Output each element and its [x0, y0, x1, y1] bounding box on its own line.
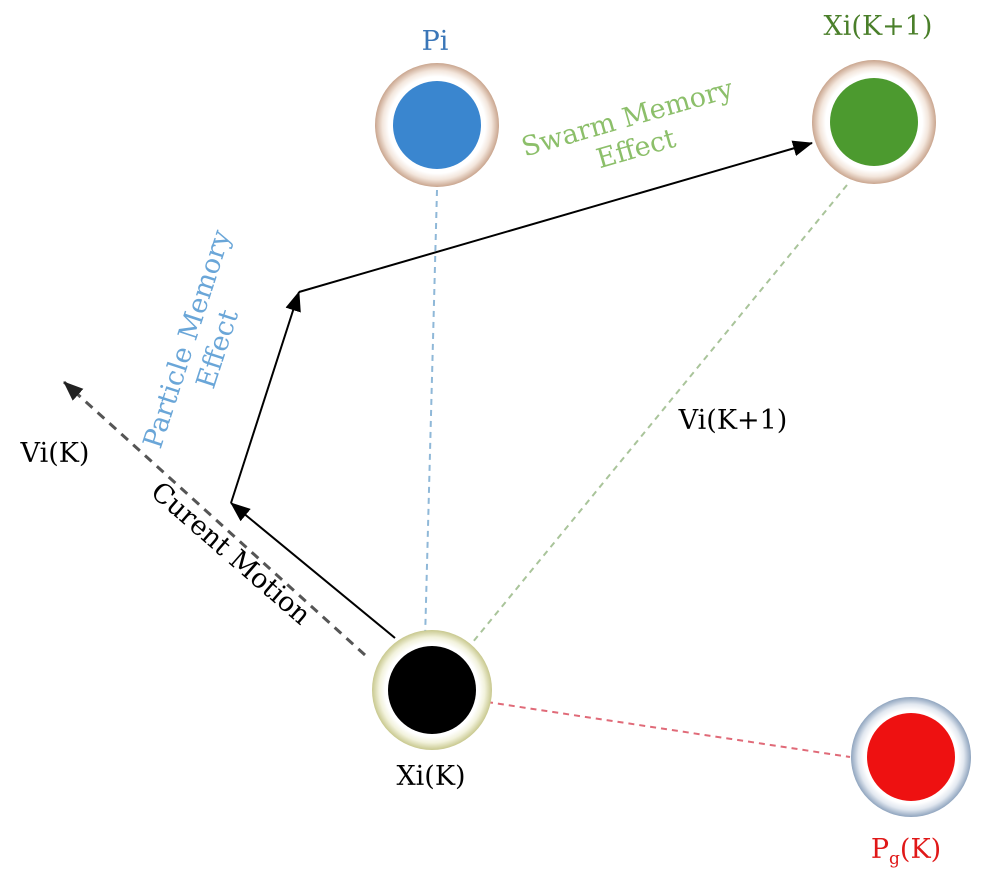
label-x-current: Xi(K): [396, 761, 465, 792]
label-p-global-main: P: [871, 834, 889, 865]
node-pi: [375, 63, 499, 187]
node-p-global: [851, 697, 971, 817]
dashed-line-pi-to-xi: [424, 189, 438, 641]
arrow-swarm-memory: [298, 140, 813, 293]
label-p-global-rest: (K): [900, 834, 941, 865]
label-velocity-current: Vi(K): [20, 438, 90, 469]
dashed-line-global-best: [486, 701, 851, 758]
arrow-particle-memory: [230, 291, 301, 504]
label-x-next: Xi(K+1): [824, 11, 933, 42]
label-velocity-next: Vi(K+1): [678, 405, 788, 436]
dashed-arrow-current-velocity: [62, 380, 367, 657]
label-pi: Pi: [422, 26, 449, 57]
label-p-global-sub: g: [889, 849, 900, 869]
node-x-next: [812, 60, 936, 184]
dashed-line-velocity-next: [467, 184, 848, 649]
label-current-motion: Curent Motion: [145, 476, 317, 631]
label-p-global: Pg(K): [871, 834, 941, 869]
node-x-current: [372, 630, 492, 750]
arrow-current-motion: [230, 502, 396, 639]
